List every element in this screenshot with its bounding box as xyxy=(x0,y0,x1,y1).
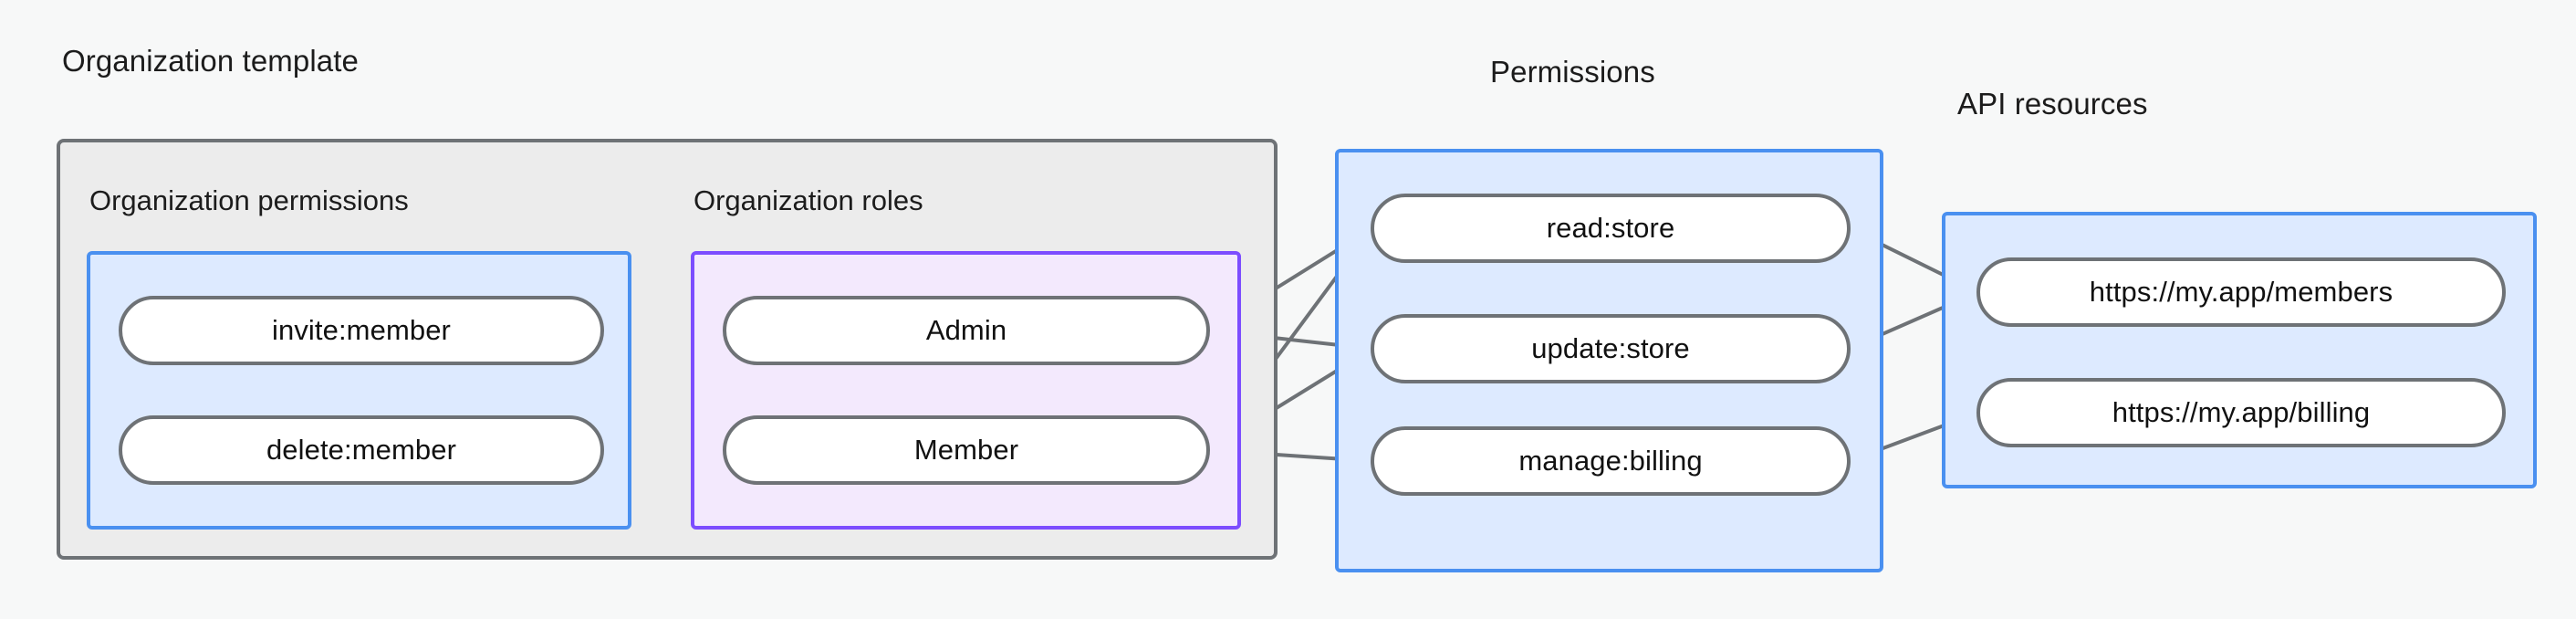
node-delete-member[interactable]: delete:member xyxy=(119,415,604,485)
node-my-app-members[interactable]: https://my.app/members xyxy=(1976,257,2506,327)
organization-permissions-title: Organization permissions xyxy=(89,184,409,216)
node-my-app-billing[interactable]: https://my.app/billing xyxy=(1976,378,2506,447)
node-read-store[interactable]: read:store xyxy=(1371,194,1851,263)
api-resources-title: API resources xyxy=(1957,87,2148,121)
permissions-title: Permissions xyxy=(1490,55,1655,89)
organization-permissions-group xyxy=(87,251,631,530)
node-admin[interactable]: Admin xyxy=(723,296,1210,365)
organization-template-title: Organization template xyxy=(62,44,359,78)
organization-roles-group xyxy=(691,251,1241,530)
node-member[interactable]: Member xyxy=(723,415,1210,485)
node-manage-billing[interactable]: manage:billing xyxy=(1371,426,1851,496)
organization-roles-title: Organization roles xyxy=(694,184,923,216)
node-update-store[interactable]: update:store xyxy=(1371,314,1851,383)
node-invite-member[interactable]: invite:member xyxy=(119,296,604,365)
